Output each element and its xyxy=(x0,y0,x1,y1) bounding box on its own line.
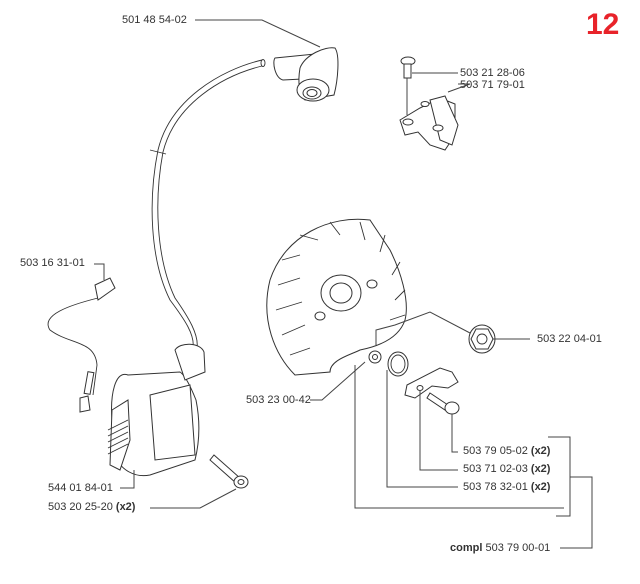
washer-hole xyxy=(372,354,378,360)
part-number: 501 48 54-02 xyxy=(122,14,187,26)
label-spring[interactable]: 503 78 32-01 (x2) xyxy=(463,481,550,494)
label-pawl-pin[interactable]: 503 79 05-02 (x2) xyxy=(463,445,550,458)
quantity: (x2) xyxy=(115,501,136,513)
spring-inner xyxy=(390,354,406,374)
flywheel-nut xyxy=(468,324,496,354)
quantity: (x2) xyxy=(530,463,551,475)
label-washer[interactable]: 503 23 00-42 xyxy=(246,394,311,407)
part-number: 503 21 28-06 xyxy=(460,67,525,79)
label-flywheel-complete[interactable]: compl 503 79 00-01 xyxy=(450,542,550,555)
bracket-assembly xyxy=(399,56,459,151)
pawl-hole xyxy=(416,385,424,391)
label-ignition-module[interactable]: 544 01 84-01 xyxy=(48,482,113,495)
label-flywheel-nut[interactable]: 503 22 04-01 xyxy=(537,333,602,346)
spark-plug-cap xyxy=(273,47,339,102)
label-spark-plug-cap[interactable]: 501 48 54-02 xyxy=(122,14,187,27)
label-pawl[interactable]: 503 71 02-03 (x2) xyxy=(463,463,550,476)
part-number: 503 20 25-20 xyxy=(48,501,113,513)
flywheel xyxy=(266,218,407,376)
page-number: 12 xyxy=(586,8,620,41)
part-number: 503 71 79-01 xyxy=(460,79,525,91)
label-cable-terminal[interactable]: 503 16 31-01 xyxy=(20,257,85,270)
label-bracket[interactable]: 503 71 79-01 xyxy=(460,79,525,92)
complete-prefix: compl xyxy=(450,542,483,554)
ignition-module xyxy=(107,343,206,477)
part-number: 503 16 31-01 xyxy=(20,257,85,269)
label-module-screw[interactable]: 503 20 25-20 (x2) xyxy=(48,501,135,514)
ignition-lead xyxy=(149,59,266,349)
part-number: 503 78 32-01 xyxy=(463,481,528,493)
part-number: 503 22 04-01 xyxy=(537,333,602,345)
part-number: 503 71 02-03 xyxy=(463,463,528,475)
leader-lines xyxy=(94,19,593,549)
pawl-pin-head xyxy=(444,401,460,415)
quantity: (x2) xyxy=(530,445,551,457)
part-number: 503 23 00-42 xyxy=(246,394,311,406)
part-number: 544 01 84-01 xyxy=(48,482,113,494)
label-screw-top[interactable]: 503 21 28-06 xyxy=(460,67,525,80)
part-number: 503 79 00-01 xyxy=(485,542,551,554)
part-number: 503 79 05-02 xyxy=(463,445,528,457)
module-screw xyxy=(209,454,249,489)
quantity: (x2) xyxy=(530,481,551,493)
cable-terminal xyxy=(47,277,116,413)
